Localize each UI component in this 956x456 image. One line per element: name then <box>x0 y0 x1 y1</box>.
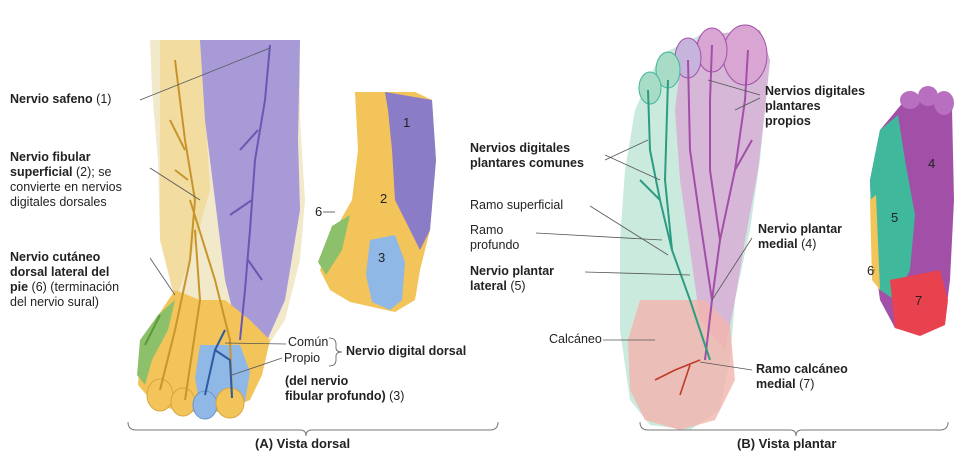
svg-text:7: 7 <box>915 293 922 308</box>
dorsal-view-caption: (A) Vista dorsal <box>255 436 350 451</box>
proper-plantar-digital-nerves-label: Nervios digitales plantares propios <box>765 84 865 129</box>
medial-calcaneal-branch-label: Ramo calcáneo medial (7) <box>756 362 848 392</box>
proper-label: Propio <box>284 351 320 366</box>
lateral-plantar-nerve-label: Nervio plantar lateral (5) <box>470 264 554 294</box>
caption-brackets <box>128 422 948 436</box>
plantar-view-caption: (B) Vista plantar <box>737 436 836 451</box>
svg-text:2: 2 <box>380 191 387 206</box>
medial-plantar-nerve-label: Nervio plantar medial (4) <box>758 222 842 252</box>
common-label: Común <box>288 335 328 350</box>
svg-text:3: 3 <box>378 250 385 265</box>
dorsal-foot-figure <box>137 40 305 419</box>
svg-text:6: 6 <box>315 204 322 219</box>
dorsal-digital-nerve-label: Nervio digital dorsal <box>346 344 466 359</box>
superficial-branch-label: Ramo superficial <box>470 198 563 213</box>
common-plantar-digital-nerves-label: Nervios digitales plantares comunes <box>470 141 584 171</box>
dorsal-dermatome-inset: 1 2 3 6 <box>315 92 436 312</box>
svg-text:6: 6 <box>867 263 874 278</box>
calcaneus-label: Calcáneo <box>549 332 602 347</box>
saphenous-nerve-label: Nervio safeno (1) <box>10 92 111 107</box>
svg-text:4: 4 <box>928 156 935 171</box>
superficial-fibular-nerve-label: Nervio fibular superficial (2); se convi… <box>10 150 122 210</box>
svg-text:1: 1 <box>403 115 410 130</box>
svg-text:5: 5 <box>891 210 898 225</box>
deep-fibular-nerve-label: (del nervio fibular profundo) (3) <box>285 374 404 404</box>
plantar-dermatome-inset: 4 5 6 7 <box>867 86 954 336</box>
lateral-dorsal-cutaneous-nerve-label: Nervio cutáneo dorsal lateral del pie (6… <box>10 250 119 310</box>
deep-branch-label: Ramo profundo <box>470 223 519 253</box>
